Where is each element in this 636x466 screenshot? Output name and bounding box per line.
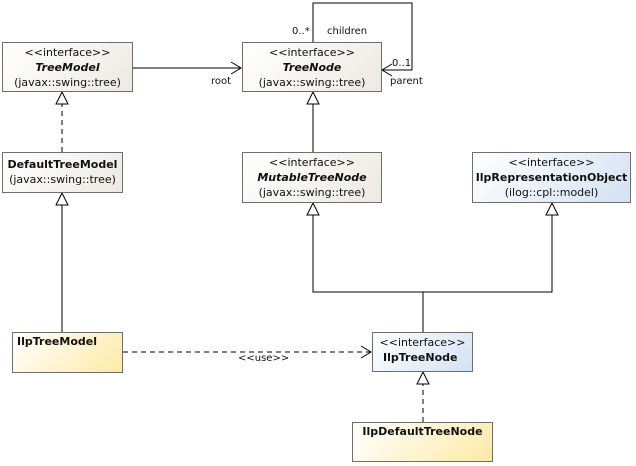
use-stereotype-label: <<use>> — [238, 353, 290, 364]
class-name: TreeNode — [282, 61, 342, 74]
class-name: DefaultTreeModel — [7, 158, 118, 171]
stereotype: <<interface>> — [379, 336, 466, 349]
package-name: (javax::swing::tree) — [258, 186, 366, 199]
ilp-tree-model-class[interactable]: IlpTreeModel — [12, 332, 123, 373]
root-association-arrowhead — [230, 61, 242, 75]
package-name: (javax::swing::tree) — [258, 76, 366, 89]
stereotype: <<interface>> — [24, 46, 111, 59]
children-multiplicity-label: 0..* — [292, 26, 310, 37]
default-tree-model-class[interactable]: DefaultTreeModel (javax::swing::tree) — [2, 152, 123, 193]
parent-multiplicity-label: 0..1 — [392, 58, 412, 69]
ilp-tree-node-generalization-2 — [423, 215, 553, 293]
tree-node-hollow-triangle — [306, 90, 320, 105]
mutable-tree-node-class[interactable]: <<interface>> MutableTreeNode (javax::sw… — [242, 152, 382, 203]
stereotype: <<interface>> — [269, 46, 355, 59]
package-name: (ilog::cpl::model) — [504, 186, 599, 199]
use-dependency-arrowhead — [360, 345, 372, 359]
parent-role-label: parent — [390, 76, 423, 87]
class-name: IlpTreeModel — [17, 335, 97, 348]
stereotype: <<interface>> — [269, 156, 355, 169]
default-tree-model-hollow-triangle — [55, 191, 69, 206]
ilp-tree-node-class[interactable]: <<interface>> IlpTreeNode — [372, 332, 473, 372]
children-parent-association — [312, 2, 413, 71]
package-name: (javax::swing::tree) — [9, 173, 116, 186]
class-name: MutableTreeNode — [257, 171, 367, 184]
tree-model-hollow-triangle — [55, 90, 69, 105]
class-name: IlpDefaultTreeNode — [362, 425, 483, 438]
package-name: (javax::swing::tree) — [14, 76, 121, 89]
mutable-tree-node-hollow-triangle — [306, 201, 320, 216]
ilp-tree-node-hollow-triangle — [416, 370, 430, 385]
class-name: IlpRepresentationObject — [475, 171, 628, 184]
tree-model-class[interactable]: <<interface>> TreeModel (javax::swing::t… — [2, 42, 133, 92]
ilp-representation-object-class[interactable]: <<interface>> IlpRepresentationObject (i… — [472, 152, 631, 203]
class-name: IlpTreeNode — [383, 351, 458, 364]
children-role-label: children — [327, 26, 368, 37]
root-role-label: root — [211, 76, 232, 87]
class-name: TreeModel — [35, 61, 100, 74]
ilp-tree-node-generalization — [312, 215, 424, 332]
tree-node-class[interactable]: <<interface>> TreeNode (javax::swing::tr… — [242, 42, 382, 92]
ilp-representation-object-hollow-triangle — [545, 201, 559, 216]
stereotype: <<interface>> — [508, 156, 595, 169]
children-parent-arrowhead — [381, 63, 393, 77]
ilp-default-tree-node-class[interactable]: IlpDefaultTreeNode — [352, 422, 493, 462]
